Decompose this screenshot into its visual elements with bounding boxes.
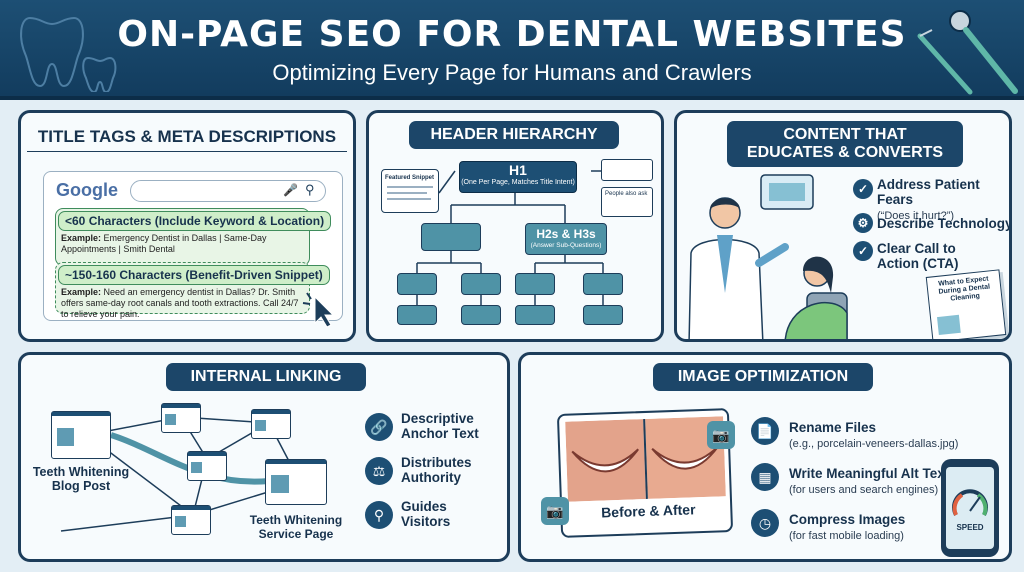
- h3-node: [515, 305, 555, 325]
- content-panel: CONTENT THAT EDUCATES & CONVERTS ✓ Addre…: [674, 110, 1012, 342]
- h3-node: [583, 273, 623, 295]
- mobile-phone: SPEED: [941, 459, 999, 557]
- people-also-ask-card: People also ask: [601, 187, 653, 217]
- h3-node: [461, 273, 501, 295]
- title-tag-box: <60 Characters (Include Keyword & Locati…: [55, 208, 332, 266]
- h2-note: (Answer Sub-Questions): [530, 242, 602, 249]
- featured-snippet-card: Featured Snippet: [381, 169, 439, 213]
- dental-tools-icon: [917, 10, 1018, 95]
- technology-icon: ⚙: [853, 213, 873, 233]
- link-icon: 🔗: [365, 413, 393, 441]
- microphone-icon[interactable]: 🎤: [283, 183, 298, 197]
- meta-example: Need an emergency dentist in Dallas? Dr.…: [61, 287, 299, 319]
- h2-node: [421, 223, 481, 251]
- file-icon: 📄: [751, 417, 779, 445]
- example-label: Example:: [61, 287, 102, 297]
- google-logo: Google: [56, 180, 118, 200]
- page-window: [251, 409, 291, 439]
- speed-label: SPEED: [956, 523, 984, 532]
- service-page-label: Teeth Whitening Service Page: [249, 513, 343, 541]
- smile-photo: [565, 416, 726, 502]
- h1-label: H1: [509, 162, 527, 178]
- camera-icon: 📷: [707, 421, 735, 449]
- meta-description-box: ~150-160 Characters (Benefit-Driven Snip…: [55, 262, 330, 319]
- before-after-card: Before & After: [556, 408, 734, 538]
- tooth-icon: [20, 16, 117, 92]
- example-label: Example:: [61, 233, 102, 243]
- camera-icon: 📷: [541, 497, 569, 525]
- h2-label: H2s & H3s: [536, 227, 596, 241]
- dentist-patient-illustration: [688, 174, 848, 339]
- people-also-ask-label: People also ask: [605, 191, 648, 197]
- image-item-alt-text: Write Meaningful Alt Text(for users and …: [789, 466, 950, 496]
- image-optimization-panel: IMAGE OPTIMIZATION Before & After 📷 📷 📄 …: [518, 352, 1012, 562]
- internal-linking-heading: INTERNAL LINKING: [166, 363, 366, 391]
- service-page-window: [265, 459, 327, 505]
- scale-icon: ⚖: [365, 457, 393, 485]
- page-window: [171, 505, 211, 535]
- hierarchy-tree: [416, 170, 604, 305]
- content-item-fears: Address Patient Fears(“Does it hurt?”): [877, 177, 980, 222]
- internal-linking-panel: INTERNAL LINKING Teeth Whitening Blog Po…: [18, 352, 510, 562]
- page-subtitle: Optimizing Every Page for Humans and Cra…: [272, 60, 752, 85]
- check-icon: ✓: [853, 179, 873, 199]
- h1-note: (One Per Page, Matches Title Intent): [461, 179, 575, 186]
- header-hierarchy-panel: HEADER HIERARCHY H1 (One Per Page, Match…: [366, 110, 664, 342]
- title-example: Emergency Dentist in Dallas | Same-Day A…: [61, 233, 267, 254]
- search-result-card: [601, 159, 653, 181]
- article-title: What to Expect During a Dental Cleaning: [937, 275, 991, 303]
- check-icon: ✓: [853, 241, 873, 261]
- h3-node: [515, 273, 555, 295]
- content-item-technology: Describe Technology: [877, 216, 1012, 231]
- title-length-label: <60 Characters (Include Keyword & Locati…: [58, 211, 332, 231]
- search-icon[interactable]: ⚲: [305, 182, 315, 197]
- title-tags-panel: TITLE TAGS & META DESCRIPTIONS Google 🎤 …: [18, 110, 356, 342]
- title-tags-heading: TITLE TAGS & META DESCRIPTIONS: [37, 127, 337, 146]
- article-document: What to Expect During a Dental Cleaning: [925, 269, 1007, 339]
- page-window: [161, 403, 201, 433]
- location-pin-icon: ⚲: [365, 501, 393, 529]
- featured-snippet-label: Featured Snippet: [385, 175, 435, 181]
- h3-node: [397, 273, 437, 295]
- blog-post-label: Teeth Whitening Blog Post: [32, 465, 130, 493]
- image-optimization-heading: IMAGE OPTIMIZATION: [653, 363, 873, 391]
- h3-node: [461, 305, 501, 325]
- search-input[interactable]: 🎤 ⚲: [130, 180, 326, 202]
- page-title: ON-PAGE SEO FOR DENTAL WEBSITES: [117, 14, 907, 55]
- before-after-caption: Before & After: [600, 501, 696, 521]
- h2-h3-node: H2s & H3s (Answer Sub-Questions): [525, 223, 607, 255]
- content-heading: CONTENT THAT EDUCATES & CONVERTS: [727, 121, 963, 167]
- header-banner: ON-PAGE SEO FOR DENTAL WEBSITES Optimizi…: [0, 0, 1024, 100]
- page-window: [187, 451, 227, 481]
- image-item-rename: Rename Files(e.g., porcelain-veneers-dal…: [789, 420, 959, 450]
- cursor-icon: [302, 292, 335, 328]
- image-icon: ▦: [751, 463, 779, 491]
- h3-node: [583, 305, 623, 325]
- speedometer-icon: ◷: [751, 509, 779, 537]
- blog-post-window: [51, 411, 111, 459]
- speedometer-gauge: [952, 489, 988, 516]
- meta-length-label: ~150-160 Characters (Benefit-Driven Snip…: [58, 265, 330, 285]
- h3-node: [397, 305, 437, 325]
- h1-node: H1 (One Per Page, Matches Title Intent): [459, 161, 577, 193]
- header-hierarchy-heading: HEADER HIERARCHY: [409, 121, 619, 149]
- image-item-compress: Compress Images(for fast mobile loading): [789, 512, 906, 542]
